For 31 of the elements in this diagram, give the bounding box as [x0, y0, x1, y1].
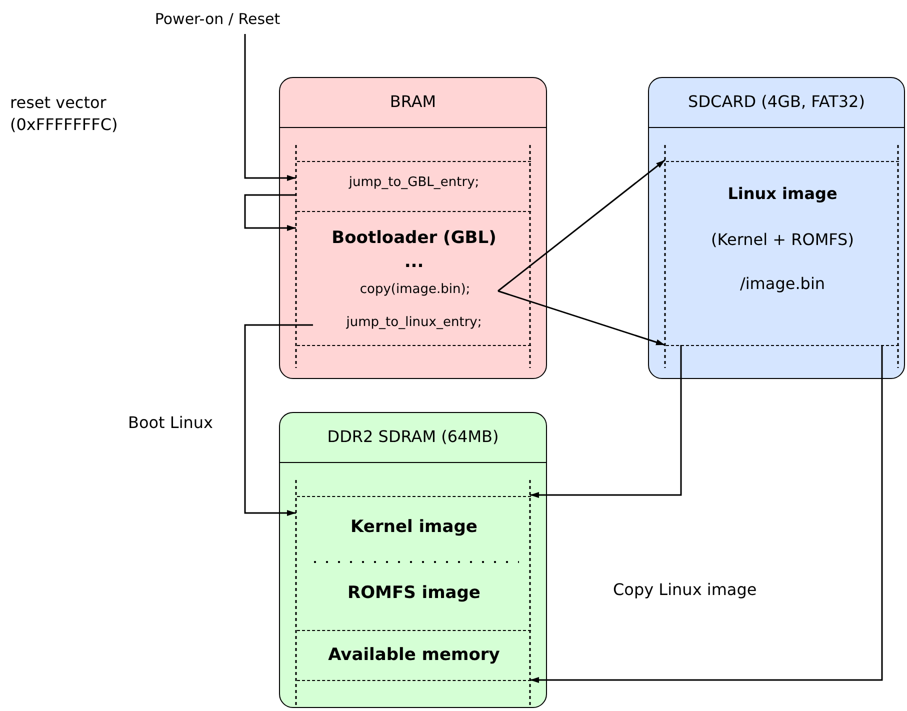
region-title: Bootloader (GBL)	[330, 228, 498, 248]
memory-panel	[279, 77, 547, 379]
region-title: Linux image	[726, 184, 838, 203]
arrow	[498, 290, 666, 346]
memory-panel	[648, 77, 905, 379]
code-line: jump_to_linux_entry;	[314, 315, 514, 337]
region-title: Available memory	[327, 645, 501, 665]
panel-title: DDR2 SDRAM (64MB)	[326, 427, 500, 446]
region-title: ROMFS image	[346, 583, 482, 603]
arrow	[530, 345, 682, 498]
input-label: Power-on / Reset	[140, 10, 295, 34]
edge-note: Boot Linux	[128, 412, 214, 434]
arrow	[498, 159, 666, 292]
memory-region	[666, 161, 899, 346]
region-text: jump_to_GBL_entry;	[348, 175, 480, 190]
arrow	[244, 194, 296, 231]
memory-region	[297, 161, 531, 212]
arrow	[530, 345, 883, 683]
memory-region	[297, 496, 531, 563]
region-text: (Kernel + ROMFS)	[710, 230, 855, 249]
arrow	[244, 34, 296, 181]
region-title: ...	[403, 252, 425, 272]
region-text: /image.bin	[738, 274, 826, 293]
code-line: copy(image.bin);	[331, 282, 499, 302]
panel-title: SDCARD (4GB, FAT32)	[687, 92, 866, 111]
panel-title: BRAM	[388, 92, 438, 111]
memory-panel	[279, 412, 547, 708]
region-title: Kernel image	[350, 517, 478, 537]
edge-note: Copy Linux image	[613, 579, 758, 601]
note-text: reset vector (0xFFFFFFFC)	[10, 92, 119, 136]
arrow	[244, 324, 313, 516]
